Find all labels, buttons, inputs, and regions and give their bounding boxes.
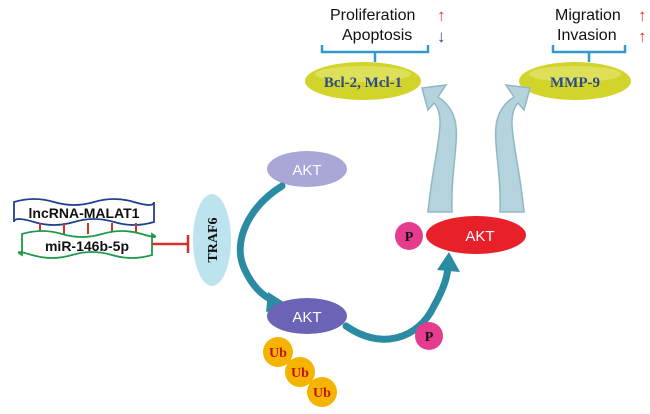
- effect-apoptosis-arrow: ↓: [437, 27, 446, 46]
- phosphate-free: [415, 322, 443, 350]
- lncrna-label: lncRNA-MALAT1: [29, 205, 140, 221]
- ubiquitin-3: [307, 377, 337, 407]
- effect-proliferation-label: Proliferation: [330, 7, 415, 24]
- akt-bottom-oval: [267, 298, 347, 334]
- mirna-box: [17, 230, 157, 259]
- akt-phospho-oval: [426, 216, 526, 254]
- akt-bottom-label: AKT: [292, 309, 321, 326]
- ubiquitin-2-label: Ub: [291, 366, 309, 381]
- mirna-label: miR-146b-5p: [45, 238, 129, 254]
- ubiquitin-1: [263, 337, 293, 367]
- phosphate-bound-label: P: [405, 230, 414, 245]
- ubiquitin-2: [285, 357, 315, 387]
- effect-proliferation-arrow: ↑: [437, 6, 446, 25]
- akt-top-oval: [267, 151, 347, 187]
- bracket-right: [551, 45, 627, 62]
- bcl-label: Bcl-2, Mcl-1: [324, 75, 402, 91]
- ubiquitination-arrow: [236, 182, 286, 306]
- traf6-oval: [193, 194, 231, 286]
- ubiquitin-3-label: Ub: [313, 386, 331, 401]
- effect-invasion-arrow: ↑: [638, 27, 647, 46]
- mmp-label: MMP-9: [550, 75, 600, 91]
- phosphorylation-arrow: [342, 260, 452, 343]
- inhibition-arrow: [152, 235, 190, 253]
- akt-top-label: AKT: [292, 162, 321, 179]
- split-arrow-right: [494, 84, 531, 213]
- akt-phospho-label: AKT: [465, 228, 494, 245]
- effect-migration-arrow: ↑: [638, 6, 647, 25]
- phosphate-free-label: P: [425, 330, 434, 345]
- lncrna-box: [13, 198, 155, 226]
- split-arrow-left: [421, 84, 458, 213]
- effect-migration-label: Migration: [555, 7, 621, 24]
- bracket-left: [320, 45, 430, 62]
- phosphate-bound: [395, 222, 423, 250]
- traf6-label: TRAF6: [206, 217, 221, 262]
- effect-apoptosis-label: Apoptosis: [342, 27, 412, 44]
- ubiquitin-1-label: Ub: [269, 346, 287, 361]
- effect-invasion-label: Invasion: [557, 27, 617, 44]
